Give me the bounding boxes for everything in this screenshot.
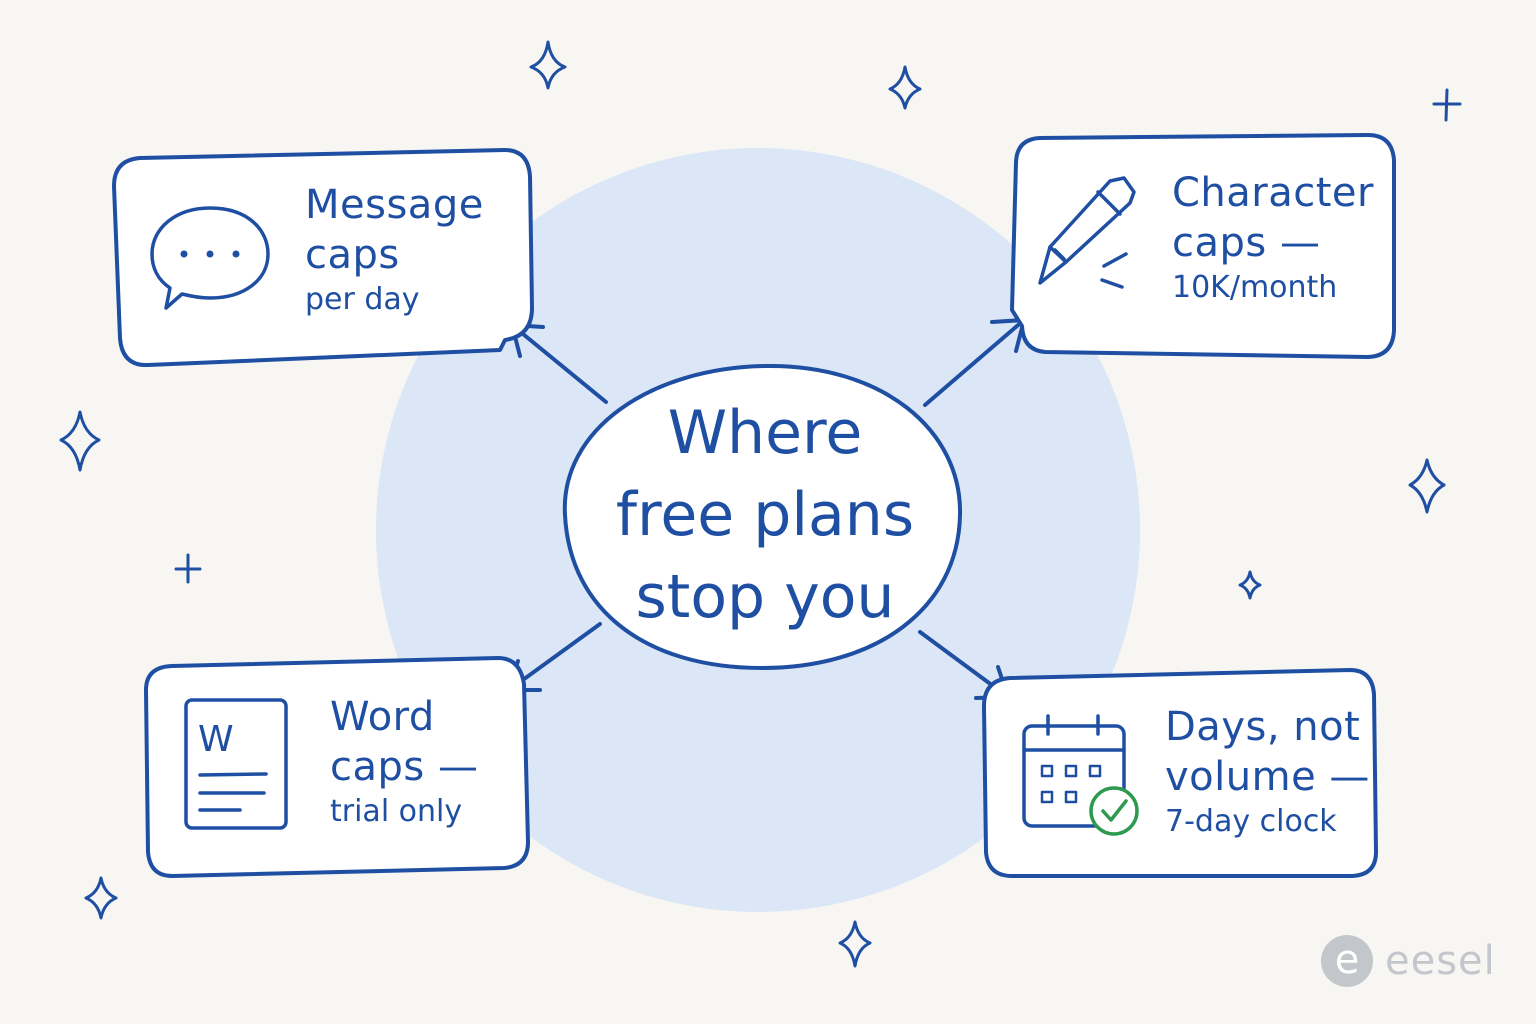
plus-sparkle-icon	[174, 553, 202, 584]
word-card-detail: trial only	[330, 794, 463, 829]
center-title-line: Where	[667, 398, 863, 468]
character-card-subtitle: caps —	[1172, 220, 1321, 266]
sparkle-icon	[838, 920, 872, 968]
sparkle-icon	[1238, 570, 1262, 600]
message-card-title: Message	[305, 182, 484, 228]
sparkle-icon	[888, 65, 922, 110]
days-card-title: Days, not	[1165, 704, 1361, 750]
sparkle-decorations	[59, 40, 1462, 968]
calendar-check-icon	[1022, 714, 1139, 836]
word-icon-letter: W	[198, 719, 234, 760]
message-card-text: Message caps per day	[305, 180, 484, 320]
card-word-caps	[144, 656, 530, 878]
plus-sparkle-icon	[1432, 88, 1462, 122]
center-title-line: free plans	[615, 480, 915, 550]
word-card-subtitle: caps —	[330, 744, 479, 790]
character-card-detail: 10K/month	[1172, 270, 1338, 305]
word-document-icon	[184, 698, 288, 830]
character-card-text: Character caps — 10K/month	[1172, 168, 1374, 308]
eesel-logo-letter: e	[1334, 937, 1360, 983]
eesel-logo-text: eesel	[1385, 938, 1496, 984]
word-card-text: Word caps — trial only	[330, 692, 478, 832]
chat-bubble-icon	[150, 206, 270, 310]
message-card-subtitle: caps	[305, 232, 400, 278]
sparkle-icon	[84, 876, 118, 920]
message-card-detail: per day	[305, 282, 420, 317]
eesel-logo-icon	[1321, 935, 1373, 987]
days-card-detail: 7-day clock	[1165, 804, 1337, 839]
sparkle-icon	[1408, 458, 1446, 514]
card-character-caps	[1010, 133, 1396, 359]
center-title: Where free plans stop you	[580, 392, 950, 638]
pencil-icon	[1038, 176, 1136, 289]
character-card-title: Character	[1172, 170, 1374, 216]
center-ellipse	[562, 363, 963, 671]
sparkle-icon	[59, 410, 101, 472]
days-card-text: Days, not volume — 7-day clock	[1165, 702, 1370, 842]
sparkle-icon	[529, 40, 567, 90]
card-message-caps	[112, 148, 534, 368]
days-card-subtitle: volume —	[1165, 754, 1370, 800]
center-title-line: stop you	[635, 562, 895, 632]
word-card-title: Word	[330, 694, 435, 740]
